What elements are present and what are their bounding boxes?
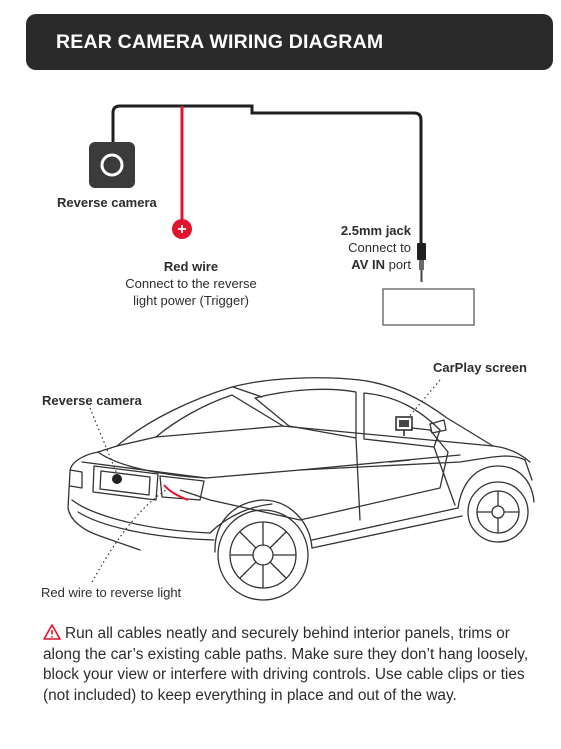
warning-icon — [43, 624, 61, 640]
jack-desc-2: AV IN port — [305, 256, 411, 273]
jack-desc-1: Connect to — [348, 240, 411, 255]
leader-red-wire — [91, 489, 167, 583]
jack-label-group: 2.5mm jack Connect to AV IN port — [305, 222, 411, 273]
leader-carplay-screen — [407, 379, 441, 419]
camera-cable — [111, 104, 423, 243]
red-wire-label-group: Red wire Connect to the reverse light po… — [105, 258, 277, 309]
car-red-wire — [163, 484, 189, 501]
car-camera-icon — [112, 474, 122, 484]
car-camera-label: Reverse camera — [42, 393, 142, 408]
jack-port-word: port — [384, 257, 411, 272]
page-title: REAR CAMERA WIRING DIAGRAM — [56, 31, 384, 53]
screen-icon — [382, 288, 475, 326]
camera-icon — [89, 142, 135, 188]
leader-reverse-camera — [89, 407, 118, 475]
red-wire-connector-icon — [172, 219, 192, 239]
car-red-wire-label: Red wire to reverse light — [41, 585, 182, 600]
camera-label: Reverse camera — [57, 195, 157, 210]
jack-plug-icon — [417, 243, 426, 282]
jack-title: 2.5mm jack — [340, 223, 411, 238]
red-wire-desc-1: Connect to the reverse — [125, 276, 257, 291]
red-wire-desc-2: light power (Trigger) — [133, 293, 249, 308]
interior-cable — [179, 427, 449, 521]
carplay-screen-icon — [395, 416, 413, 436]
jack-port-name: AV IN — [351, 257, 385, 272]
red-wire-title: Red wire — [163, 259, 219, 274]
title-banner: REAR CAMERA WIRING DIAGRAM — [26, 14, 553, 70]
note-text: Run all cables neatly and securely behin… — [43, 625, 529, 704]
installation-note: Run all cables neatly and securely behin… — [43, 624, 543, 706]
car-screen-label: CarPlay screen — [433, 360, 527, 375]
car-illustration — [67, 377, 535, 601]
